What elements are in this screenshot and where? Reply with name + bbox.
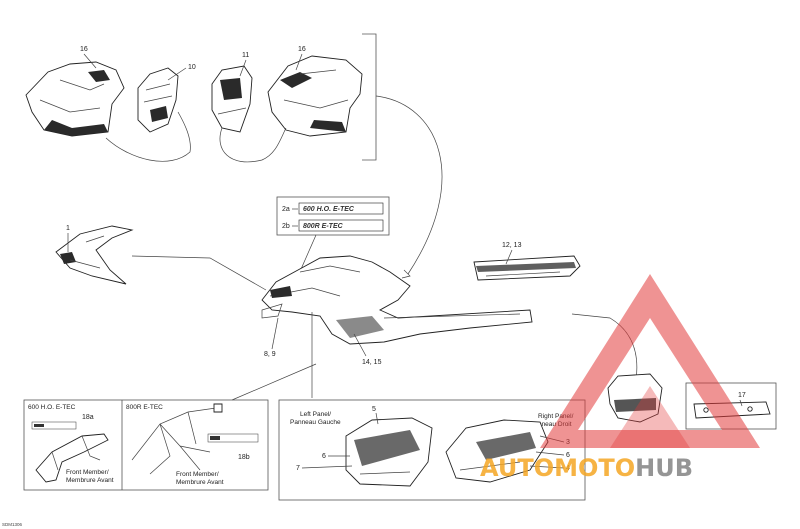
- watermark-logo: AUTOMOTOHUB: [480, 274, 760, 482]
- front-member-800r-l1: Front Member/: [176, 471, 219, 478]
- front-member-800r-l2: Membrure Avant: [176, 479, 224, 486]
- callout-6-right: 6: [566, 452, 570, 459]
- callout-10: 10: [188, 64, 196, 71]
- watermark-triangle-icon: [540, 274, 760, 448]
- leader-to-front-member: [231, 363, 317, 401]
- part-snowmobile-body: [261, 255, 533, 345]
- callout-14-15: 14, 15: [362, 359, 382, 366]
- arrow-head: [401, 269, 411, 279]
- watermark-text-hub-part: HUB: [635, 454, 693, 482]
- group-bracket: [362, 33, 377, 161]
- leader-12-13: [505, 249, 513, 265]
- callout-16-right: 16: [298, 46, 306, 53]
- part-side-panel-left: [25, 61, 125, 137]
- watermark-text-auto-part: AUTO: [480, 454, 554, 482]
- part-rear-flap: [607, 373, 663, 423]
- front-member-600-l2: Membrure Avant: [66, 477, 114, 484]
- leader-curve-right: [219, 127, 287, 163]
- callout-17: 17: [738, 392, 746, 399]
- part-inner-panel-right: [211, 65, 253, 133]
- callout-18a: 18a: [82, 414, 94, 421]
- decal-2a-text: 600 H.O. E-TEC: [303, 206, 355, 213]
- callout-1: 1: [66, 225, 70, 232]
- label-18a: [31, 421, 77, 430]
- leader-14-15: [353, 333, 367, 357]
- leader-16-right: [295, 53, 303, 71]
- leader-8-9: [271, 317, 279, 350]
- front-member-600-l1: Front Member/: [66, 469, 109, 476]
- label-18b: [207, 433, 259, 443]
- left-panel-l2: Panneau Gauche: [290, 419, 341, 426]
- part-tunnel-decal: [473, 255, 581, 281]
- callout-2a: 2a: [282, 206, 290, 213]
- decal-box: 2a 600 H.O. E-TEC 2b 800R E-TEC: [276, 196, 390, 236]
- leader-16-left: [83, 53, 97, 69]
- callout-18b: 18b: [238, 454, 250, 461]
- decal-2a: [298, 202, 384, 215]
- part-left-side-panel: [345, 417, 433, 487]
- callout-2b: 2b: [282, 223, 290, 230]
- box-panels: [278, 399, 586, 501]
- part-side-panel-right: [267, 55, 363, 137]
- leader-curve-left: [105, 111, 191, 162]
- decal-2b-text: 800R E-TEC: [303, 223, 344, 230]
- right-panel-l2: Panneau Droit: [530, 421, 572, 428]
- part-front-member-800r: [131, 403, 223, 475]
- part-inner-panel-left: [137, 67, 179, 133]
- drawing-code: SDM1306: [2, 522, 23, 527]
- part-right-side-panel: [445, 419, 549, 483]
- leader-10: [167, 67, 187, 81]
- watermark-text-auto: AUTOMOTOHUB: [480, 454, 693, 482]
- title-800r: 800R E-TEC: [126, 404, 163, 411]
- left-panel-l1: Left Panel/: [300, 411, 331, 418]
- callout-11: 11: [242, 52, 249, 59]
- callout-16-left: 16: [80, 46, 88, 53]
- decal-2b: [298, 219, 384, 232]
- leader-11: [239, 59, 247, 77]
- callout-5: 5: [372, 406, 376, 413]
- part-front-member-600: [35, 433, 109, 483]
- box-front-member: [23, 399, 269, 491]
- callout-4: 4: [566, 465, 570, 472]
- title-600-ho: 600 H.O. E-TEC: [28, 404, 76, 411]
- callout-7: 7: [296, 465, 300, 472]
- leader-nose-to-sled: [131, 255, 267, 291]
- callout-8-9: 8, 9: [264, 351, 276, 358]
- callout-12-13: 12, 13: [502, 242, 522, 249]
- part-nose-cap: [55, 225, 134, 285]
- watermark-text-moto-part: MOTO: [554, 454, 635, 482]
- right-panel-l1: Right Panel/: [538, 413, 574, 420]
- leader-bracket-to-sled: [375, 95, 443, 275]
- callout-6-left: 6: [322, 453, 326, 460]
